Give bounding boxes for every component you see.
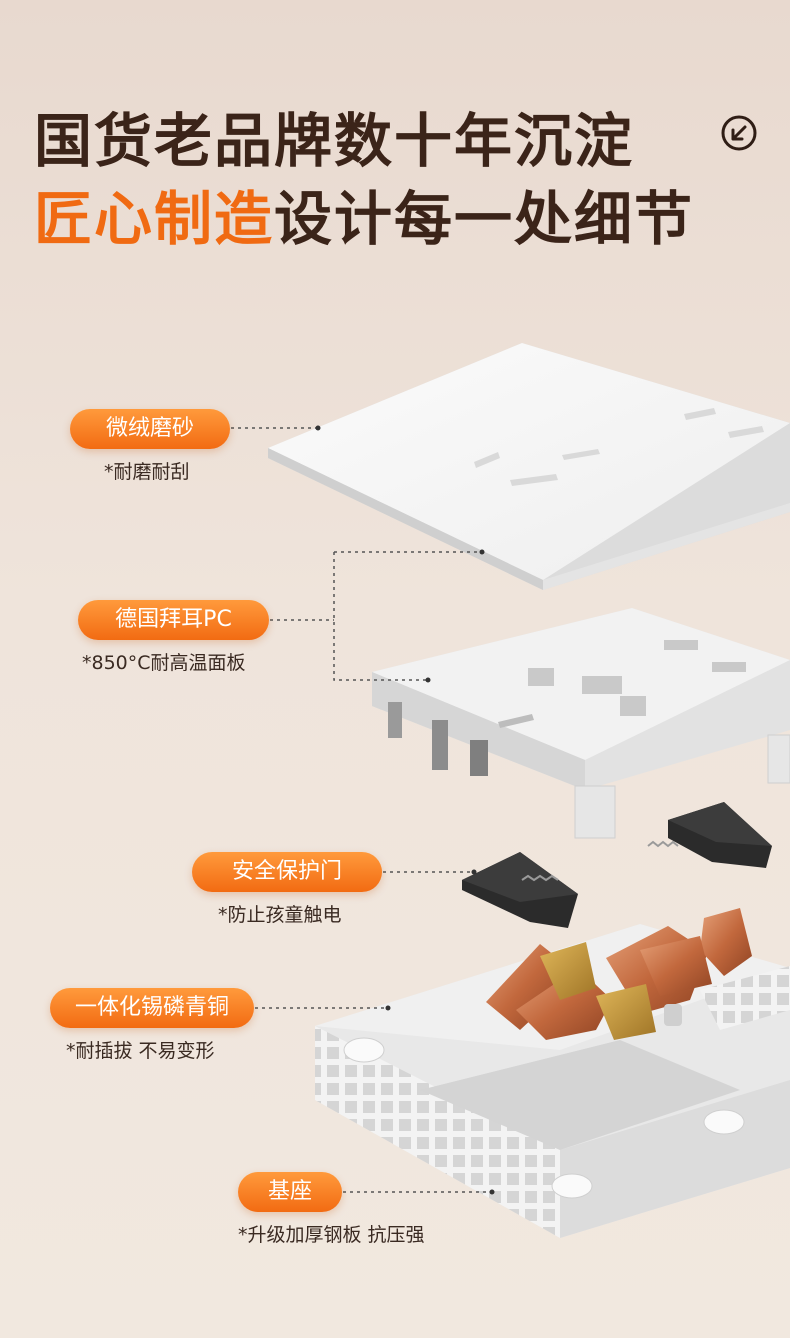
callout-label-bayer-pc: 德国拜耳PC [78, 600, 269, 640]
callout-note-safety-shutter: *防止孩童触电 [218, 904, 342, 926]
callout-label-base: 基座 [238, 1172, 342, 1212]
headline-line-1: 国货老品牌数十年沉淀 [34, 107, 635, 175]
callout-note-copper: *耐插拔 不易变形 [66, 1040, 215, 1062]
arrow-down-left-circle-icon[interactable] [720, 114, 758, 152]
callout-label-copper: 一体化锡磷青铜 [50, 988, 254, 1028]
headline-accent-text: 匠心制造 [34, 185, 275, 253]
callout-note-base: *升级加厚钢板 抗压强 [238, 1224, 425, 1246]
headline-rest-text: 设计每一处细节 [274, 185, 695, 253]
callout-note-matte-finish: *耐磨耐刮 [104, 461, 190, 483]
callout-label-matte-finish: 微绒磨砂 [70, 409, 230, 449]
safety-shutter-left [462, 852, 578, 928]
headline-line-2: 匠心制造设计每一处细节 [34, 190, 694, 248]
safety-shutter-right [647, 802, 772, 868]
callout-note-bayer-pc: *850°C耐高温面板 [82, 652, 246, 674]
callout-label-safety-shutter: 安全保护门 [192, 852, 382, 892]
faceplate-top [268, 343, 790, 590]
pc-frame [372, 608, 790, 839]
copper-contacts [486, 908, 752, 1040]
